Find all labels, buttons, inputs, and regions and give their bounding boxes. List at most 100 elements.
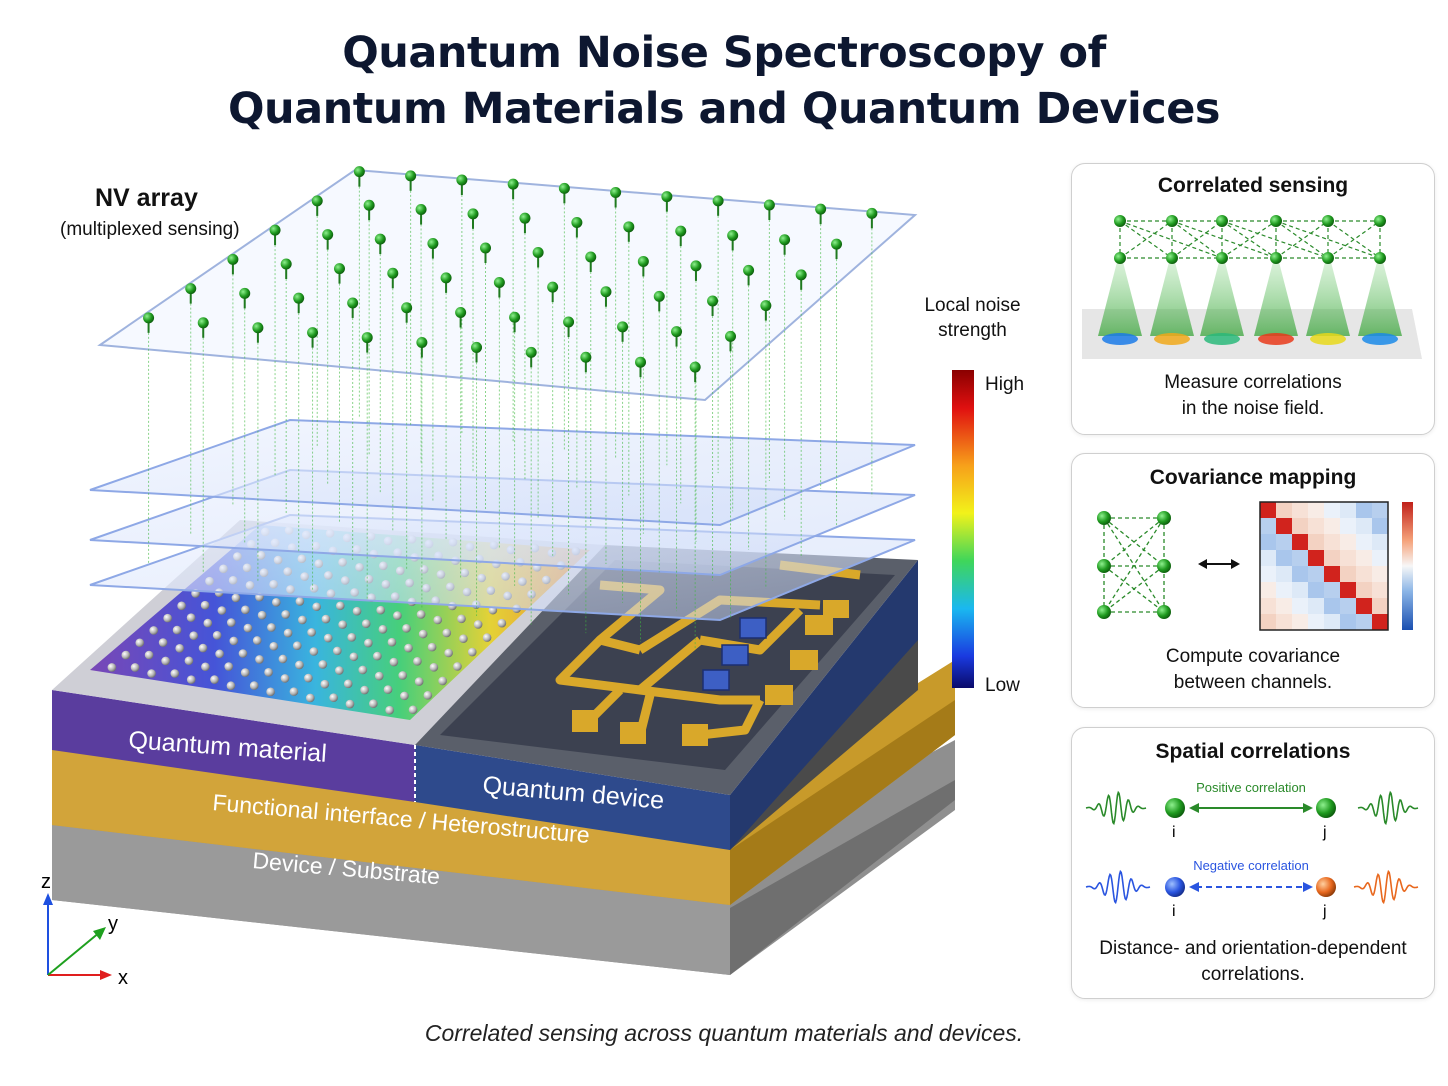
covariance-cell	[1276, 502, 1292, 518]
lattice-atom	[413, 656, 422, 666]
nv-center	[509, 311, 521, 323]
sensor-node	[1216, 252, 1228, 264]
sensor-node	[1374, 252, 1386, 264]
lattice-atom	[352, 606, 362, 616]
sensor-node	[1322, 215, 1334, 227]
covariance-cell	[1260, 502, 1276, 518]
covariance-cell	[1308, 518, 1324, 534]
covariance-cell	[1356, 534, 1372, 550]
nv-center	[763, 199, 775, 211]
channel-node	[1157, 559, 1171, 573]
spatial-correlation-illustration: Positive correlation Negative correlatio…	[1085, 780, 1419, 920]
covariance-cell	[1292, 614, 1308, 630]
colorbar	[952, 370, 974, 688]
lattice-atom	[473, 620, 483, 629]
lattice-atom	[163, 613, 172, 623]
lattice-atom	[281, 610, 290, 619]
lattice-atom	[161, 656, 170, 666]
figure-caption: Correlated sensing across quantum materi…	[424, 1020, 1024, 1046]
lattice-atom	[224, 662, 234, 671]
covariance-cell	[1356, 550, 1372, 566]
colorbar-title-line2: strength	[938, 320, 1007, 341]
lattice-atom	[186, 613, 196, 622]
lattice-atom	[321, 614, 331, 624]
lattice-atom	[130, 663, 140, 672]
nv-center	[456, 174, 468, 186]
lattice-atom	[226, 618, 236, 627]
lattice-atom	[312, 602, 321, 612]
covariance-cell	[1292, 598, 1308, 614]
panel-covariance-mapping-text-line1: Compute covariance	[1165, 646, 1341, 667]
covariance-cell	[1372, 534, 1388, 550]
sensor-node	[1114, 252, 1126, 264]
axis-x-label: x	[118, 967, 128, 989]
nv-center	[653, 290, 665, 302]
lattice-atom	[307, 628, 316, 637]
channel-node	[1157, 605, 1171, 619]
lattice-atom	[229, 636, 239, 646]
nv-center	[519, 212, 531, 224]
nv-center	[563, 316, 575, 328]
lattice-atom	[453, 662, 462, 671]
covariance-cell	[1276, 614, 1292, 630]
covariance-cell	[1340, 502, 1356, 518]
lattice-atom	[374, 671, 384, 681]
lattice-atom	[482, 633, 492, 642]
covariance-cell	[1324, 502, 1340, 518]
nv-center	[280, 258, 292, 270]
covariance-cell	[1324, 534, 1340, 550]
lattice-atom	[292, 641, 302, 650]
covariance-cell	[1372, 518, 1388, 534]
channel-node	[1097, 605, 1111, 619]
covariance-cell	[1292, 566, 1308, 582]
nv-center	[815, 203, 827, 215]
nv-center	[387, 267, 399, 279]
covariance-cell	[1260, 566, 1276, 582]
lattice-atom	[121, 650, 131, 660]
lattice-atom	[402, 624, 411, 633]
lattice-atom	[320, 679, 330, 689]
lattice-atom	[177, 601, 186, 611]
title-line-2: Quantum Materials and Quantum Devices	[227, 84, 1221, 134]
lattice-atom	[305, 693, 315, 703]
lattice-atom	[378, 625, 388, 634]
nv-center	[361, 332, 373, 344]
stack-diagram: Quantum material Quantum device Function…	[41, 166, 974, 989]
lattice-atom	[295, 660, 304, 670]
lattice-atom	[343, 679, 353, 689]
nv-center	[374, 233, 386, 245]
nv-center	[743, 264, 755, 276]
node-i-negative: i	[1172, 903, 1176, 920]
covariance-cell	[1276, 550, 1292, 566]
lattice-atom	[295, 597, 305, 606]
nv-center	[440, 272, 452, 284]
lattice-atom	[383, 685, 393, 694]
lattice-atom	[433, 615, 443, 625]
sensor-node	[1270, 215, 1282, 227]
sensing-cone	[1306, 262, 1350, 336]
panel-covariance-mapping: Covariance mapping Compute covariance be…	[1071, 453, 1435, 708]
lattice-atom	[423, 691, 433, 700]
lattice-atom	[389, 657, 399, 667]
sensing-cone	[1254, 262, 1298, 336]
covariance-cell	[1372, 566, 1388, 582]
channel-node	[1097, 511, 1111, 525]
covariance-cell	[1340, 582, 1356, 598]
noise-spot	[1204, 333, 1240, 345]
lattice-atom	[444, 648, 453, 658]
covariance-cell	[1340, 614, 1356, 630]
noise-spot	[1154, 333, 1190, 345]
covariance-cell	[1308, 502, 1324, 518]
covariance-cell	[1324, 598, 1340, 614]
covariance-cell	[1308, 614, 1324, 630]
lattice-atom	[329, 693, 338, 702]
nv-center	[322, 229, 334, 241]
nv-center	[671, 326, 683, 338]
nv-center	[197, 317, 209, 329]
covariance-cell	[1324, 614, 1340, 630]
lattice-atom	[283, 628, 293, 638]
title-line-1: Quantum Noise Spectroscopy of	[342, 28, 1106, 78]
nv-center	[558, 182, 570, 194]
panel-covariance-mapping-text-line2: between channels.	[1173, 672, 1333, 693]
lattice-atom	[398, 671, 408, 680]
